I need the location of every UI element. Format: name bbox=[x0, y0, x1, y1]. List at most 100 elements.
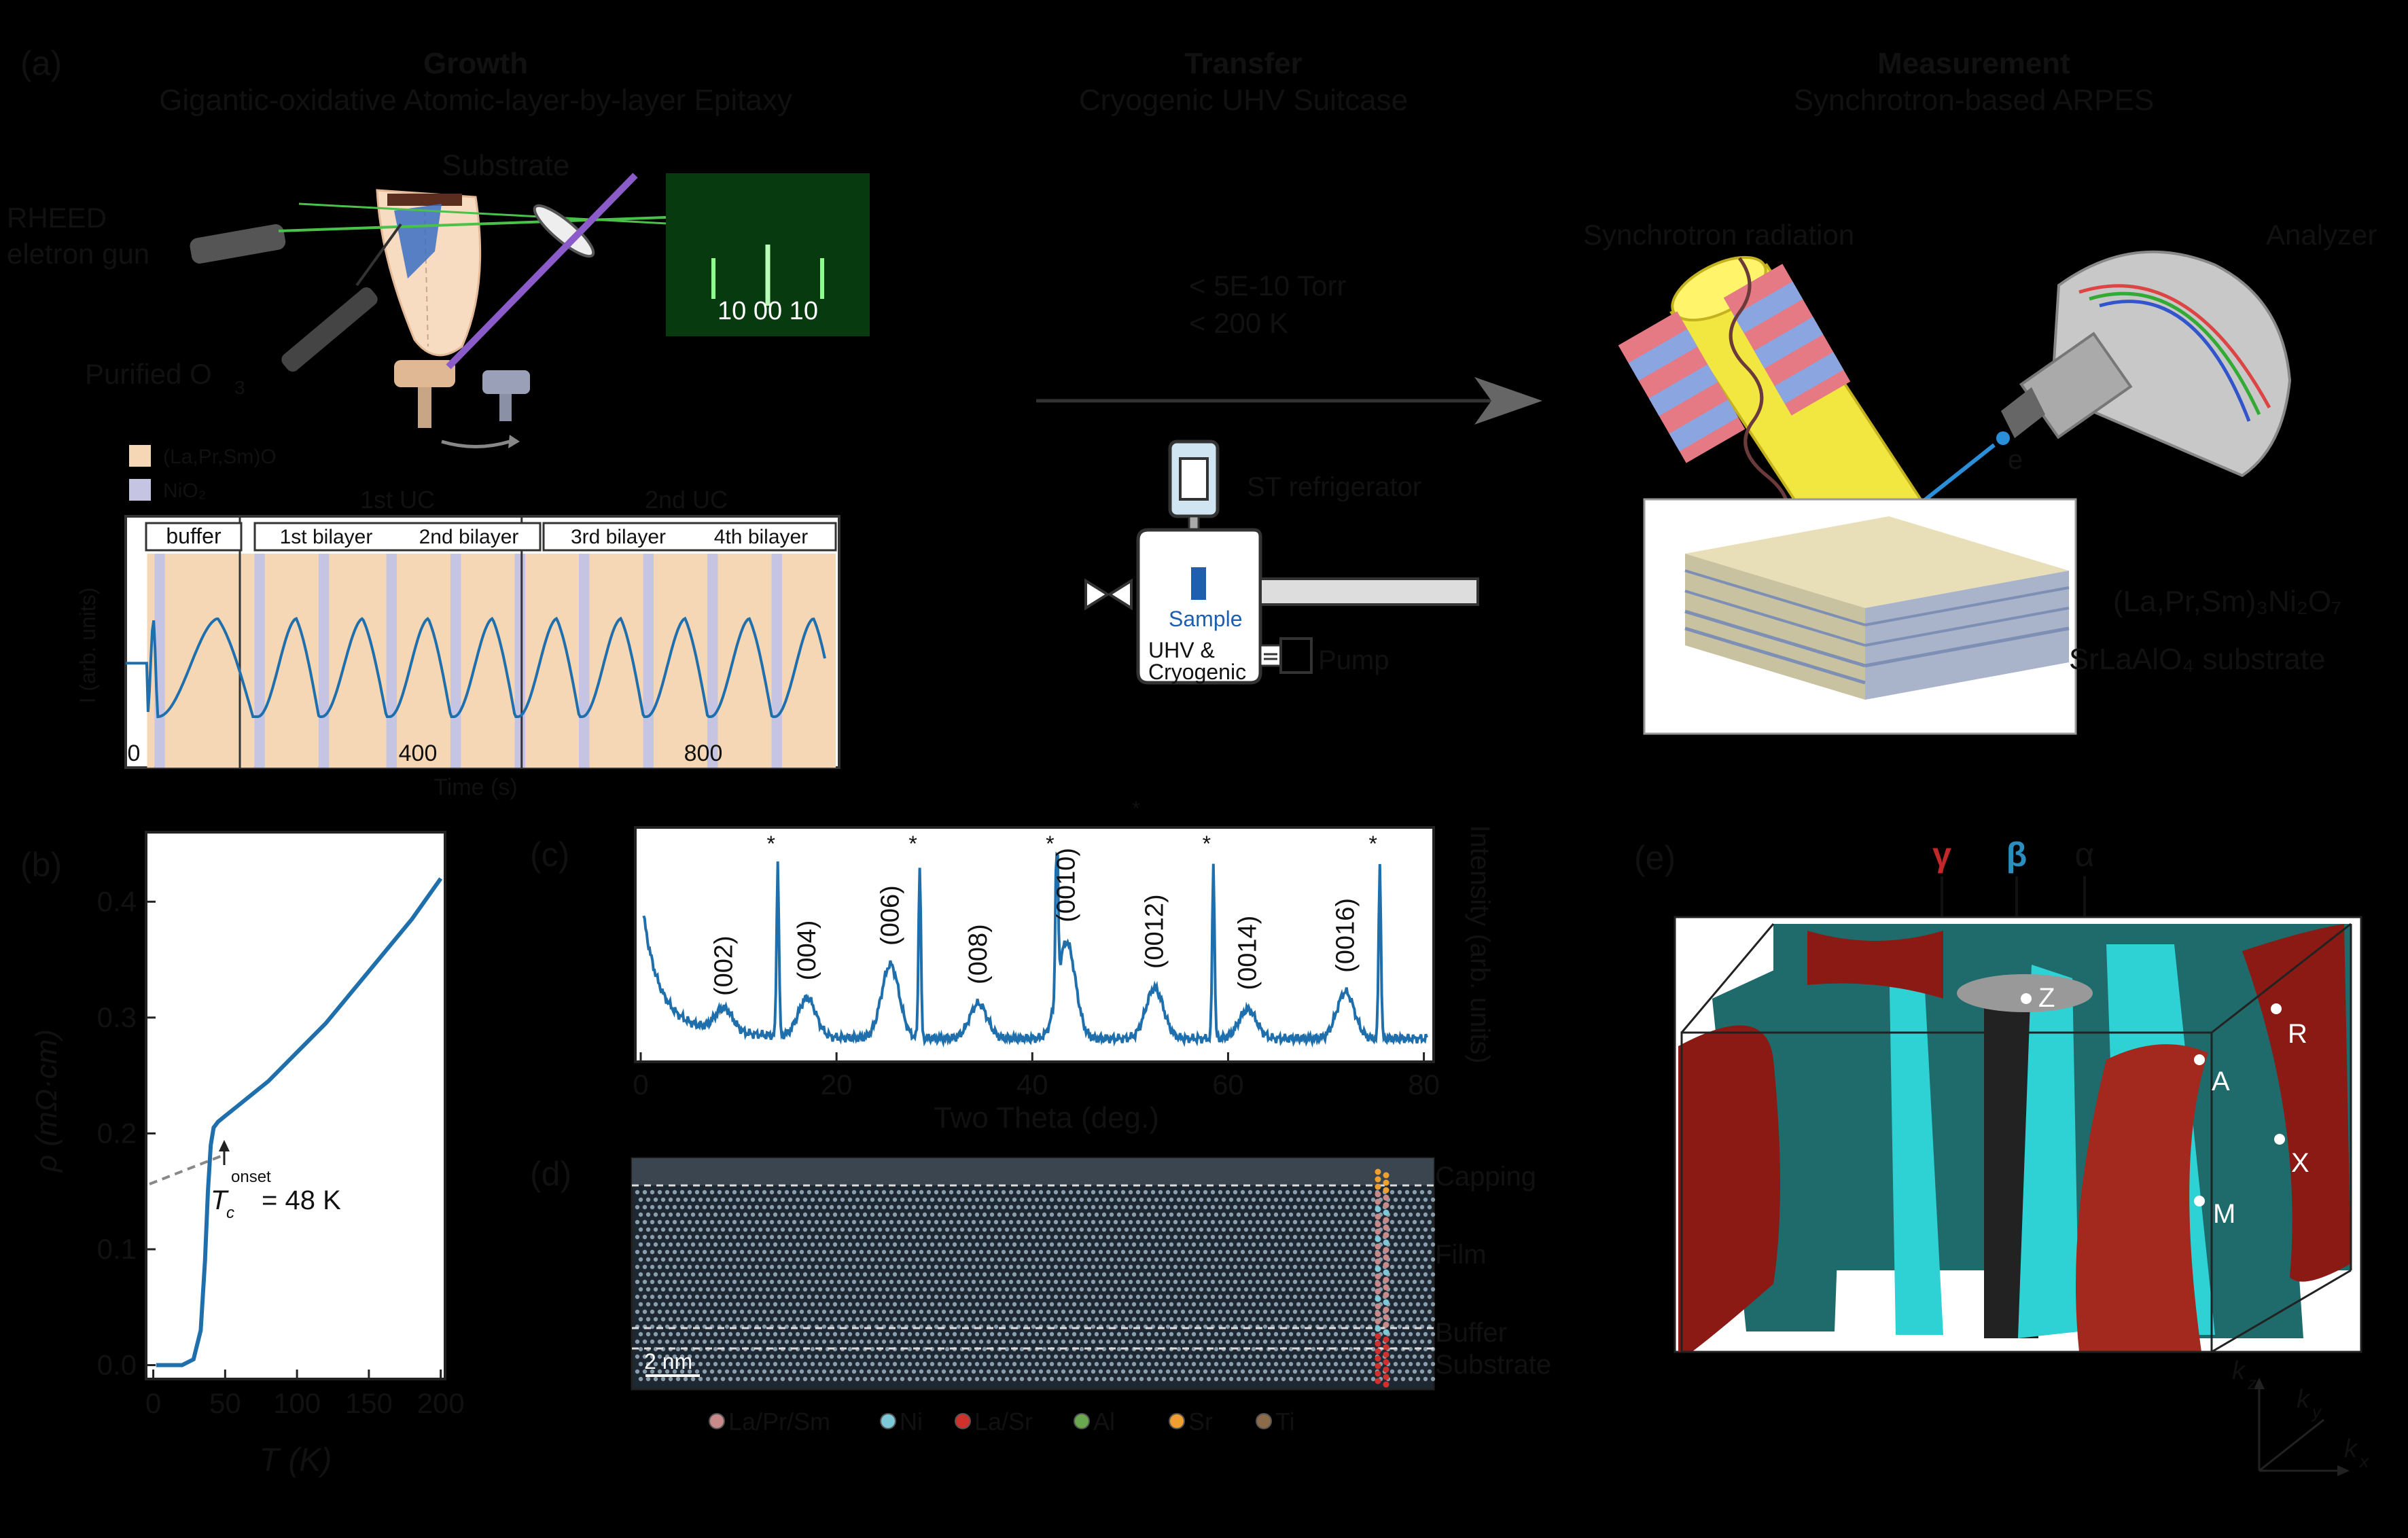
c-xtick-label: 0 bbox=[633, 1069, 648, 1101]
atom-column bbox=[1233, 1204, 1238, 1210]
atom-column bbox=[1158, 1309, 1163, 1315]
atom-column bbox=[821, 1339, 827, 1344]
atom-column bbox=[1262, 1339, 1268, 1344]
atom-column bbox=[1360, 1294, 1365, 1300]
atom-column bbox=[810, 1361, 815, 1367]
atom-column bbox=[747, 1190, 752, 1195]
atom-column bbox=[1046, 1369, 1051, 1374]
atom-column bbox=[1288, 1287, 1294, 1292]
atom-column bbox=[1131, 1376, 1137, 1382]
atom-column bbox=[1176, 1272, 1182, 1277]
atom-column bbox=[866, 1264, 872, 1270]
atom-column bbox=[1072, 1227, 1077, 1232]
atom-column bbox=[1068, 1279, 1074, 1285]
atom-column bbox=[650, 1190, 655, 1195]
atom-column bbox=[874, 1369, 879, 1374]
atom-column bbox=[926, 1234, 932, 1240]
atom-column bbox=[1173, 1294, 1178, 1300]
atom-column bbox=[1034, 1317, 1040, 1322]
atom-column bbox=[1150, 1354, 1156, 1359]
atom-column bbox=[1150, 1309, 1156, 1315]
atom-column bbox=[1367, 1309, 1373, 1315]
atom-column bbox=[1023, 1249, 1029, 1255]
atom-column bbox=[690, 1287, 696, 1292]
atom-column bbox=[1072, 1242, 1077, 1247]
atom-column bbox=[720, 1257, 726, 1262]
atom-column bbox=[1023, 1354, 1029, 1359]
atom-column bbox=[1188, 1234, 1193, 1240]
atom-column bbox=[1046, 1234, 1051, 1240]
atom-column bbox=[817, 1272, 823, 1277]
atom-column bbox=[1427, 1264, 1432, 1270]
atom-column bbox=[799, 1234, 804, 1240]
atom-column bbox=[866, 1309, 872, 1315]
atom-column bbox=[635, 1249, 640, 1255]
atom-column bbox=[1341, 1197, 1346, 1202]
atom-column bbox=[1101, 1331, 1107, 1337]
atom-column bbox=[645, 1242, 651, 1247]
atom-column bbox=[1031, 1264, 1036, 1270]
atom-column bbox=[1031, 1339, 1036, 1344]
atom-column bbox=[870, 1197, 875, 1202]
atom-column bbox=[1221, 1257, 1226, 1262]
atom-column bbox=[1049, 1257, 1055, 1262]
atom-column bbox=[1352, 1190, 1358, 1195]
atom-column bbox=[780, 1317, 785, 1322]
atom-column bbox=[1415, 1331, 1421, 1337]
atom-column bbox=[974, 1302, 980, 1307]
atom-column bbox=[900, 1212, 905, 1217]
atom-column bbox=[645, 1376, 651, 1382]
alpha-label: α bbox=[2075, 836, 2095, 874]
atom-column bbox=[1333, 1376, 1339, 1382]
atom-column bbox=[1008, 1369, 1014, 1374]
atom-column bbox=[847, 1227, 853, 1232]
atom-column bbox=[1352, 1219, 1358, 1225]
atom-column bbox=[679, 1264, 685, 1270]
atom-column bbox=[1228, 1302, 1234, 1307]
atom-column bbox=[817, 1242, 823, 1247]
atom-column bbox=[765, 1227, 771, 1232]
atom-column bbox=[675, 1331, 681, 1337]
atom-column bbox=[1086, 1257, 1092, 1262]
atom-column bbox=[1412, 1249, 1417, 1255]
atom-column bbox=[799, 1339, 804, 1344]
atom-column bbox=[1247, 1354, 1253, 1359]
atom-column bbox=[1356, 1242, 1361, 1247]
atom-column bbox=[855, 1212, 860, 1217]
atom-column bbox=[694, 1339, 700, 1344]
atom-column bbox=[675, 1317, 681, 1322]
atom-column bbox=[1109, 1331, 1114, 1337]
uc2-label: 2nd UC bbox=[645, 486, 728, 514]
atom-column bbox=[907, 1302, 913, 1307]
atom-column bbox=[896, 1354, 902, 1359]
atom-column bbox=[1367, 1190, 1373, 1195]
atom-column bbox=[870, 1317, 875, 1322]
atom-column bbox=[1143, 1294, 1148, 1300]
atom-column bbox=[1300, 1249, 1305, 1255]
atom-column bbox=[1296, 1272, 1301, 1277]
atom-column bbox=[698, 1361, 703, 1367]
atom-column bbox=[859, 1309, 864, 1315]
atom-column bbox=[694, 1354, 700, 1359]
atom-column bbox=[1415, 1376, 1421, 1382]
atom-column bbox=[1352, 1249, 1358, 1255]
atom-column bbox=[679, 1294, 685, 1300]
atom-column bbox=[683, 1317, 688, 1322]
atom-column bbox=[1423, 1317, 1428, 1322]
atom-column bbox=[851, 1204, 857, 1210]
atom-column bbox=[780, 1361, 785, 1367]
atom-column bbox=[1370, 1197, 1376, 1202]
atom-column bbox=[1389, 1204, 1395, 1210]
atom-column bbox=[1146, 1331, 1152, 1337]
atom-column bbox=[1113, 1190, 1118, 1195]
atom-column bbox=[944, 1257, 950, 1262]
atom-column bbox=[1038, 1249, 1044, 1255]
xrd-xlabel: Two Theta (deg.) bbox=[934, 1101, 1159, 1134]
atom-column bbox=[1165, 1190, 1171, 1195]
atom-column bbox=[660, 1302, 666, 1307]
atom-column bbox=[645, 1257, 651, 1262]
atom-column bbox=[747, 1309, 752, 1315]
atom-column bbox=[1053, 1204, 1059, 1210]
atom-column bbox=[1008, 1234, 1014, 1240]
atom-column bbox=[1367, 1234, 1373, 1240]
